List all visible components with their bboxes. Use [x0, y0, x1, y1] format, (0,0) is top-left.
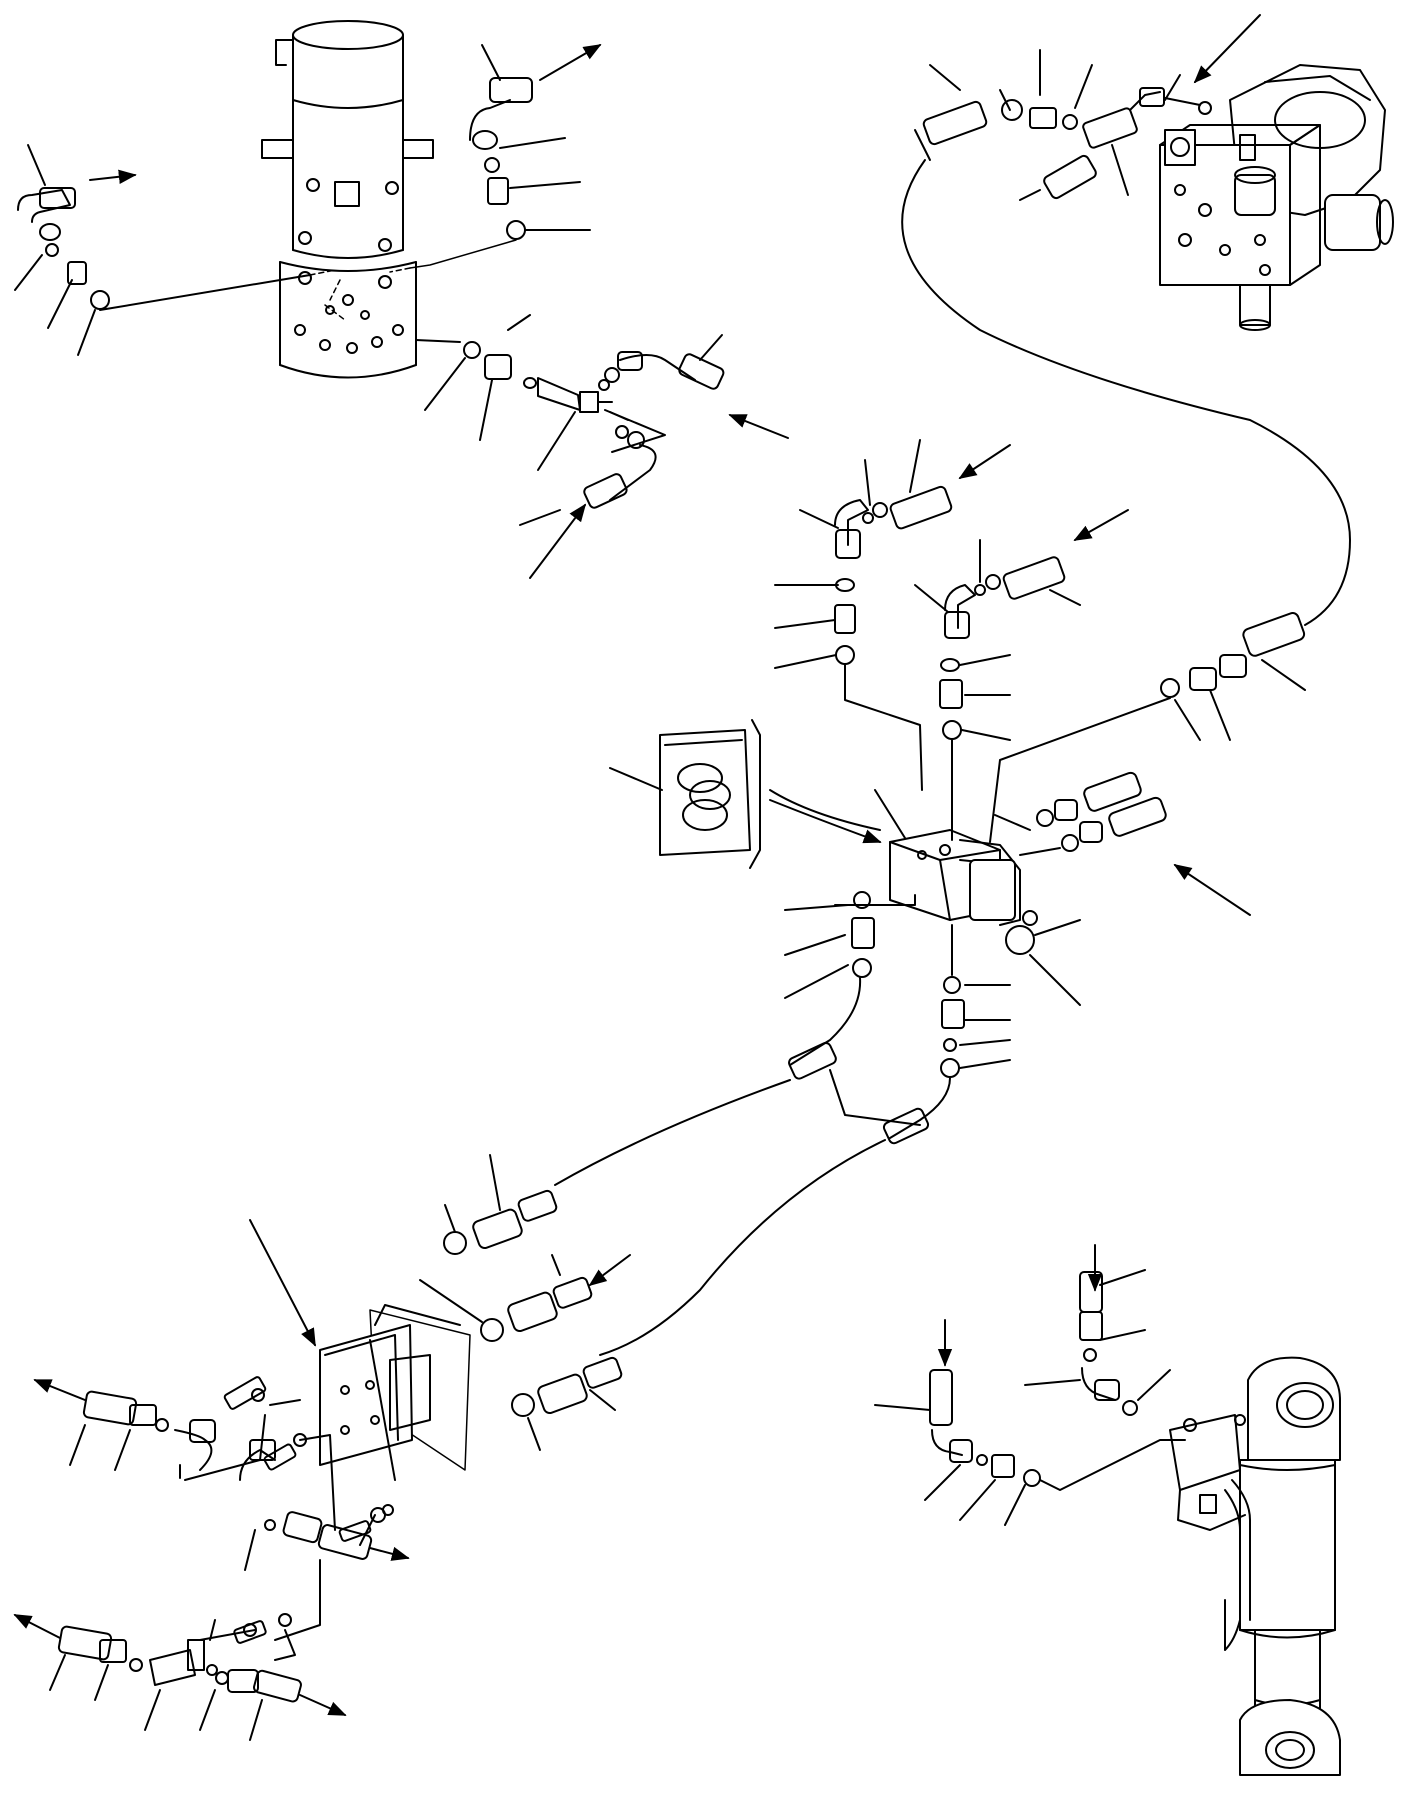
- valve-upper-left-fittings: [774, 439, 1011, 791]
- valve-right-fittings: [989, 612, 1306, 916]
- bulkhead-bracket: [249, 1219, 471, 1542]
- pump-fittings: [914, 14, 1261, 201]
- valve-upper-right-fittings: [914, 509, 1129, 841]
- bulkhead-hose-ends: [419, 1154, 631, 1451]
- valve-lower-fittings: [784, 891, 1011, 1145]
- swivel-right-fittings: [389, 44, 602, 273]
- cylinder-fittings: [874, 1244, 1186, 1526]
- swivel-left-fittings: [14, 144, 336, 356]
- bulkhead-left-fittings-lower: [13, 1559, 347, 1741]
- bulkhead-left-fittings-upper: [33, 1376, 410, 1571]
- seal-kit: [609, 719, 761, 869]
- valve-to-bulkhead-hose-1: [554, 1079, 791, 1186]
- valve-to-bulkhead-hose-2: [599, 1139, 886, 1356]
- solenoid-valve: [769, 789, 1081, 1006]
- hydraulic-cylinder: [1169, 1356, 1341, 1776]
- swivel-joint: [261, 20, 434, 379]
- hydraulic-pump: [1159, 64, 1394, 331]
- pump-to-valve-hose: [901, 159, 1351, 626]
- swivel-lower-fittings: [415, 314, 789, 579]
